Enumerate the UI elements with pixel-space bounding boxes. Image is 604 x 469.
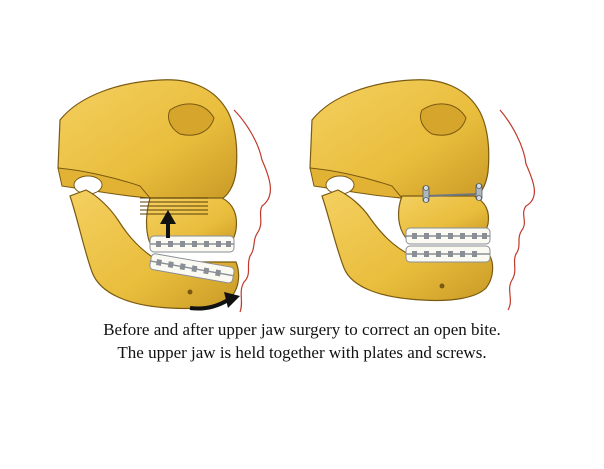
- before-upper-brackets: [156, 241, 231, 247]
- before-eye-socket: [167, 103, 215, 136]
- screw-icon: [476, 183, 482, 189]
- before-gap-hatching: [140, 197, 208, 215]
- before-lower-teeth-group: [149, 253, 235, 284]
- after-lower-jaw: [321, 189, 494, 302]
- before-arrow-forward: [189, 292, 240, 311]
- after-jaw-foramen: [439, 283, 445, 289]
- before-panel: [57, 79, 271, 313]
- before-lower-brackets: [155, 259, 222, 277]
- after-face-profile: [499, 109, 535, 311]
- after-plates-and-screws: [422, 183, 483, 203]
- after-upper-brackets: [412, 233, 487, 239]
- caption: Before and after upper jaw surgery to co…: [0, 318, 604, 364]
- after-lower-brackets: [412, 251, 477, 257]
- before-face-profile: [233, 109, 271, 313]
- before-arrow-up: [160, 210, 176, 238]
- after-eye-socket: [419, 103, 467, 136]
- before-jaw-foramen: [187, 289, 193, 295]
- after-panel: [309, 79, 535, 311]
- caption-line-1: Before and after upper jaw surgery to co…: [103, 320, 501, 339]
- caption-line-2: The upper jaw is held together with plat…: [117, 343, 487, 362]
- after-plate: [425, 193, 481, 197]
- screw-icon: [423, 197, 429, 203]
- screw-icon: [476, 195, 482, 201]
- screw-icon: [423, 185, 429, 191]
